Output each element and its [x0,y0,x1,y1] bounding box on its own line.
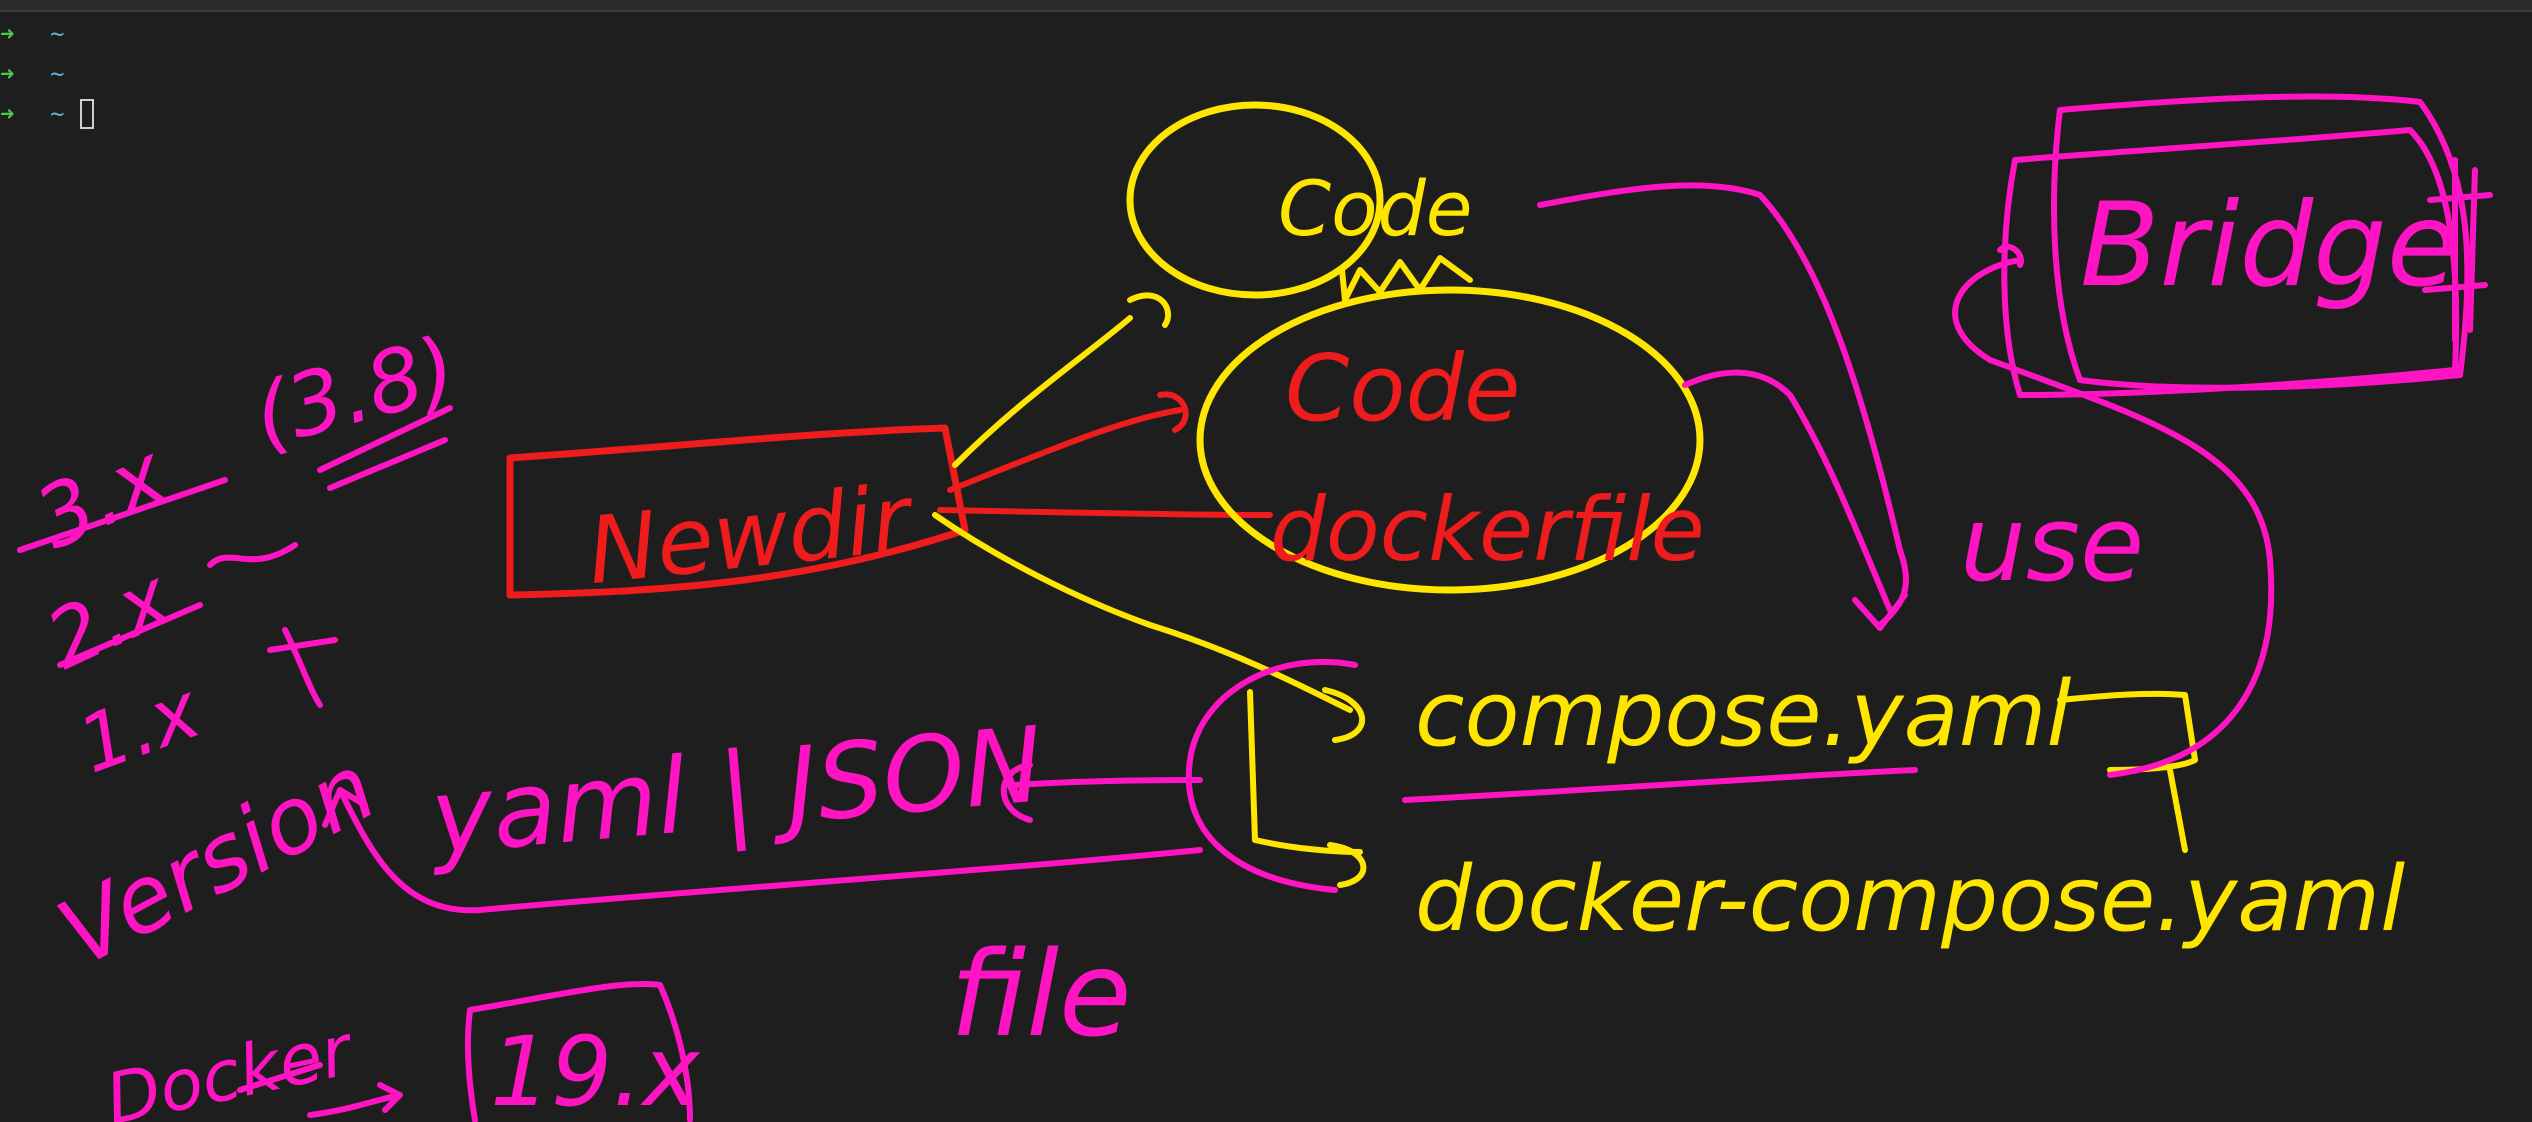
link-bridge-to-compose [1952,243,2275,778]
docker-arrow [237,1062,403,1118]
arrow-newdir-to-code [947,391,1189,493]
arrow-newdir-to-compose [932,512,1353,713]
prompt-arrow-icon: ➜ [0,100,15,128]
use-label: use [1960,483,2144,605]
squiggle-mark [1339,255,1473,303]
bridge-box-inner [2051,93,2471,391]
docker-version-label: 19.x [490,1016,701,1122]
version-3x: 3.x [21,424,181,568]
version-1x: 1.x [67,665,212,791]
newdir-box [506,424,969,599]
version-underline-2 [57,602,203,668]
link-dockerfile-to-compose [1682,369,1893,613]
arrow-compose-to-format [1000,762,1203,823]
code-ellipses-group: Code Code dockerfile compose.yaml docker… [932,101,2405,952]
newdir-label: Newdir [583,464,920,605]
terminal-prompt-area[interactable]: ➜ ~ ➜ ~ ➜ ~ [0,14,400,134]
prompt-path: ~ [50,100,65,128]
dockerfile-label: dockerfile [1270,478,1705,581]
version-cross [267,627,338,708]
links-group [1537,182,1909,631]
code-inner-label: Code [1285,335,1521,442]
arrow-newdir-to-code-top [952,292,1172,468]
code-top-label: Code [1278,164,1473,253]
prompt-line: ➜ ~ [0,14,400,54]
compose-yaml-label: compose.yaml [1415,662,2071,767]
prompt-line: ➜ ~ [0,94,400,134]
bridge-hash [2422,157,2493,343]
compose-underline [1402,767,1918,803]
compose-brace [1185,658,1358,893]
version-underline-1 [17,477,228,553]
code-ellipse-main [1196,286,1704,594]
docker-version-box [464,981,693,1122]
file-format-label: yaml | JSON [423,703,1047,878]
bridge-box-outer [2001,127,2460,398]
file-label: file [950,925,1132,1063]
bridge-label: Bridge [2080,178,2458,313]
bracket-compose-files [1247,687,1367,888]
prompt-path: ~ [50,60,65,88]
version-notes-group: 3.x 2.x 1.x (3.8) Version [17,318,466,988]
newdir-group: Newdir [506,391,1273,605]
prompt-path: ~ [50,20,65,48]
terminal-cursor[interactable] [80,99,95,129]
code-ellipse-top [1126,101,1384,299]
docker-version-group: Docker 19.x [99,981,701,1122]
version-note-underline [317,405,453,491]
arrow-compose-to-version [322,787,1203,914]
prompt-arrow-icon: ➜ [0,20,15,48]
prompt-line: ➜ ~ [0,54,400,94]
window-top-strip [0,0,2532,12]
link-code-to-compose [1537,182,1909,631]
version-tilde [207,542,298,568]
arrow-newdir-to-dockerfile [937,507,1273,518]
bridge-group: Bridge use [1952,93,2493,778]
prompt-arrow-icon: ➜ [0,60,15,88]
docker-compose-yaml-label: docker-compose.yaml [1415,847,2405,952]
